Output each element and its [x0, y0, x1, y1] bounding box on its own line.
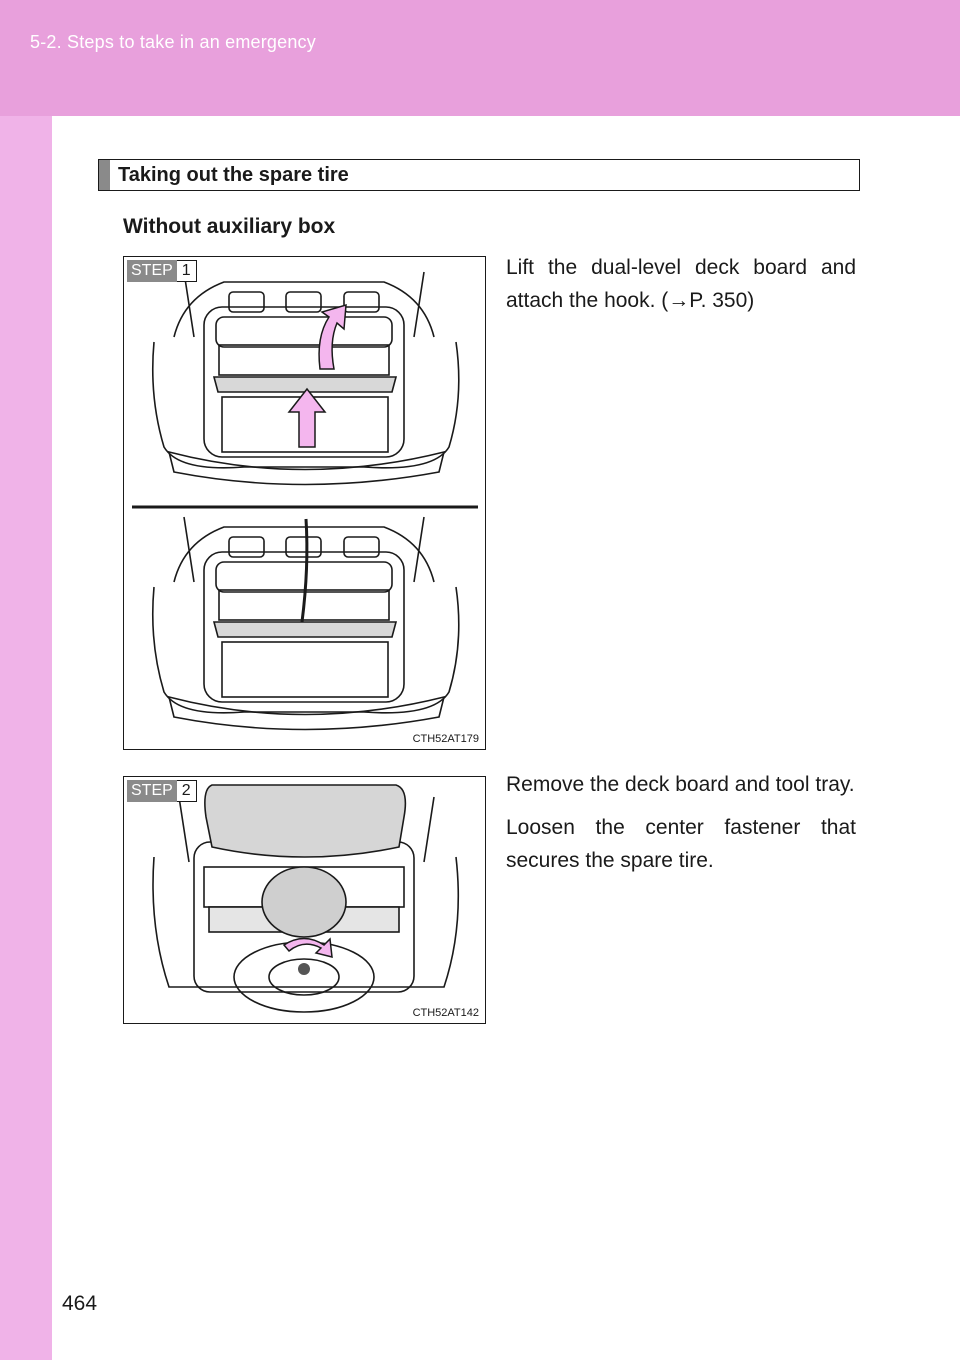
- step-number: 1: [176, 260, 197, 282]
- step-label: STEP: [127, 260, 177, 282]
- subheading: Without auxiliary box: [123, 215, 336, 238]
- section-heading: Taking out the spare tire: [98, 159, 860, 191]
- chapter-title: 5-2. Steps to take in an emergency: [30, 32, 316, 52]
- lift-arrow-up: [287, 387, 327, 448]
- step-2-text: Remove the deck board and tool tray. Loo…: [506, 768, 856, 887]
- step-2-figure: STEP 2 CTH52AT142: [123, 776, 486, 1024]
- header-band: [0, 0, 960, 116]
- step-2-tag: STEP 2: [127, 780, 197, 802]
- side-band: [0, 116, 52, 1360]
- tool-tray: [261, 866, 347, 938]
- step-number: 2: [176, 780, 197, 802]
- car-trunk-illustration: [132, 271, 478, 731]
- page-number: 464: [62, 1292, 98, 1315]
- step-label: STEP: [127, 780, 177, 802]
- step-2-paragraph-2: Loosen the center fastener that secures …: [506, 816, 856, 872]
- spare-tire-illustration: [152, 784, 460, 1013]
- figure-code: CTH52AT142: [412, 1007, 479, 1019]
- loosen-arrow: [282, 937, 333, 958]
- step-1-paragraph: Lift the dual-level deck board and attac…: [506, 256, 856, 312]
- step-1-figure: STEP 1: [123, 256, 486, 750]
- lift-arrow-curve: [318, 303, 347, 370]
- step-1-text: Lift the dual-level deck board and attac…: [506, 251, 856, 327]
- section-heading-text: Taking out the spare tire: [118, 163, 349, 186]
- step-2-paragraph-1: Remove the deck board and tool tray.: [506, 773, 855, 796]
- heading-marker: [99, 160, 110, 190]
- deck-board: [204, 784, 407, 858]
- figure-code: CTH52AT179: [412, 733, 479, 745]
- step-1-tag: STEP 1: [127, 260, 197, 282]
